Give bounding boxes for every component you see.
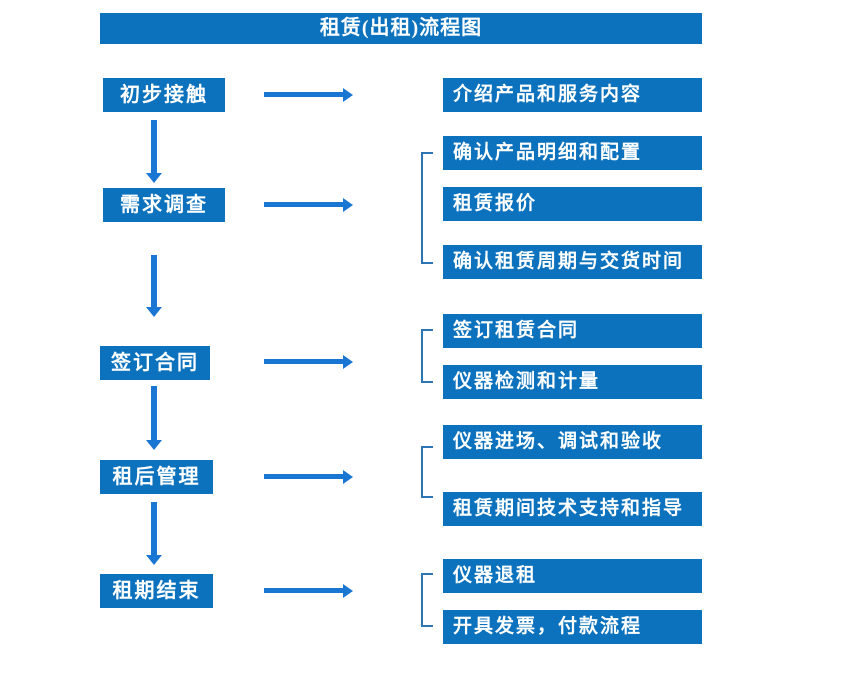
output-box-rental-quote: 租赁报价 — [443, 187, 702, 221]
arrow-head — [146, 173, 162, 183]
stage-box-demand-survey: 需求调查 — [103, 188, 225, 222]
flow-arrow-down-icon — [146, 502, 162, 565]
output-box-instrument-return: 仪器退租 — [443, 559, 702, 593]
output-box-invoice-payment: 开具发票，付款流程 — [443, 610, 702, 644]
arrow-head — [146, 555, 162, 565]
flow-arrow-right-icon — [264, 88, 353, 102]
flow-arrow-right-icon — [264, 198, 353, 212]
arrow-shaft — [264, 92, 344, 97]
flow-arrow-right-icon — [264, 584, 353, 598]
flow-arrow-down-icon — [146, 386, 162, 450]
stage-box-sign-contract: 签订合同 — [100, 346, 210, 380]
output-box-confirm-rental-period: 确认租赁周期与交货时间 — [443, 245, 702, 279]
arrow-shaft — [151, 120, 157, 174]
arrow-shaft — [264, 202, 344, 207]
stage-box-rental-period-end: 租期结束 — [100, 574, 213, 608]
stage-box-post-rental-management: 租后管理 — [100, 460, 213, 494]
arrow-head — [343, 198, 353, 212]
diagram-title-bar: 租赁(出租)流程图 — [100, 13, 702, 44]
arrow-head — [343, 355, 353, 369]
arrow-head — [343, 470, 353, 484]
group-bracket — [421, 573, 433, 627]
output-box-sign-rental-contract: 签订租赁合同 — [443, 314, 702, 348]
output-box-introduce-products: 介绍产品和服务内容 — [443, 78, 702, 112]
flow-arrow-right-icon — [264, 470, 353, 484]
arrow-shaft — [264, 359, 344, 364]
arrow-shaft — [264, 474, 344, 479]
group-bracket — [421, 446, 433, 498]
arrow-shaft — [151, 255, 157, 308]
output-box-instrument-arrival: 仪器进场、调试和验收 — [443, 425, 702, 459]
group-bracket — [421, 152, 433, 264]
output-box-instrument-testing: 仪器检测和计量 — [443, 365, 702, 399]
arrow-head — [343, 88, 353, 102]
arrow-head — [146, 307, 162, 317]
group-bracket — [421, 329, 433, 383]
output-box-confirm-product-details: 确认产品明细和配置 — [443, 136, 702, 170]
stage-box-initial-contact: 初步接触 — [103, 78, 225, 112]
diagram-title: 租赁(出租)流程图 — [319, 17, 483, 39]
arrow-shaft — [151, 386, 157, 441]
arrow-head — [343, 584, 353, 598]
flow-arrow-right-icon — [264, 355, 353, 369]
arrow-shaft — [264, 588, 344, 593]
arrow-shaft — [151, 502, 157, 556]
arrow-head — [146, 440, 162, 450]
flow-arrow-down-icon — [146, 120, 162, 183]
flow-arrow-down-icon — [146, 255, 162, 317]
output-box-technical-support: 租赁期间技术支持和指导 — [443, 492, 702, 526]
